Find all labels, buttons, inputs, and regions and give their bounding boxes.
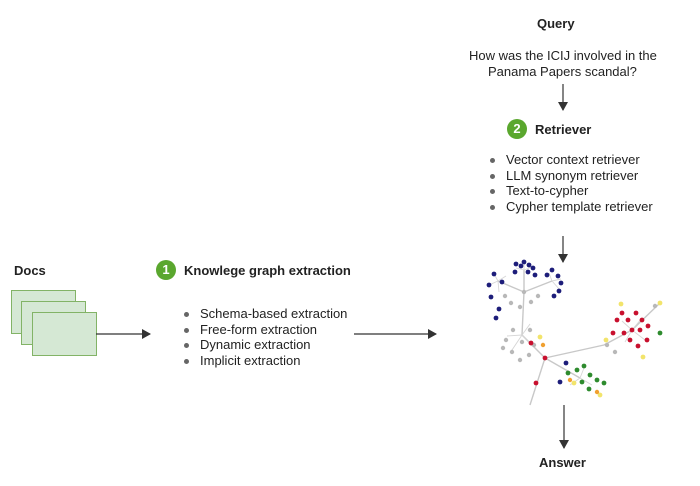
retriever-item: Vector context retriever: [486, 152, 653, 168]
step-2-badge: 2: [507, 119, 527, 139]
query-question-line2: Panama Papers scandal?: [488, 64, 637, 79]
extraction-title: Knowlege graph extraction: [184, 263, 351, 278]
extraction-item: Schema-based extraction: [180, 306, 347, 322]
docs-title: Docs: [14, 263, 46, 278]
answer-title: Answer: [539, 455, 586, 470]
retriever-item: LLM synonym retriever: [486, 168, 653, 184]
retriever-item: Text-to-cypher: [486, 183, 653, 199]
query-title: Query: [537, 16, 575, 31]
retriever-item: Cypher template retriever: [486, 199, 653, 215]
extraction-item: Free-form extraction: [180, 322, 347, 338]
extraction-item: Implicit extraction: [180, 353, 347, 369]
retriever-title: Retriever: [535, 122, 592, 137]
extraction-item: Dynamic extraction: [180, 337, 347, 353]
extraction-list: Schema-based extraction Free-form extrac…: [180, 306, 347, 368]
step-1-badge: 1: [156, 260, 176, 280]
knowledge-graph-illustration: [486, 259, 663, 406]
query-question-line1: How was the ICIJ involved in the: [469, 48, 657, 63]
retriever-list: Vector context retriever LLM synonym ret…: [486, 152, 653, 214]
